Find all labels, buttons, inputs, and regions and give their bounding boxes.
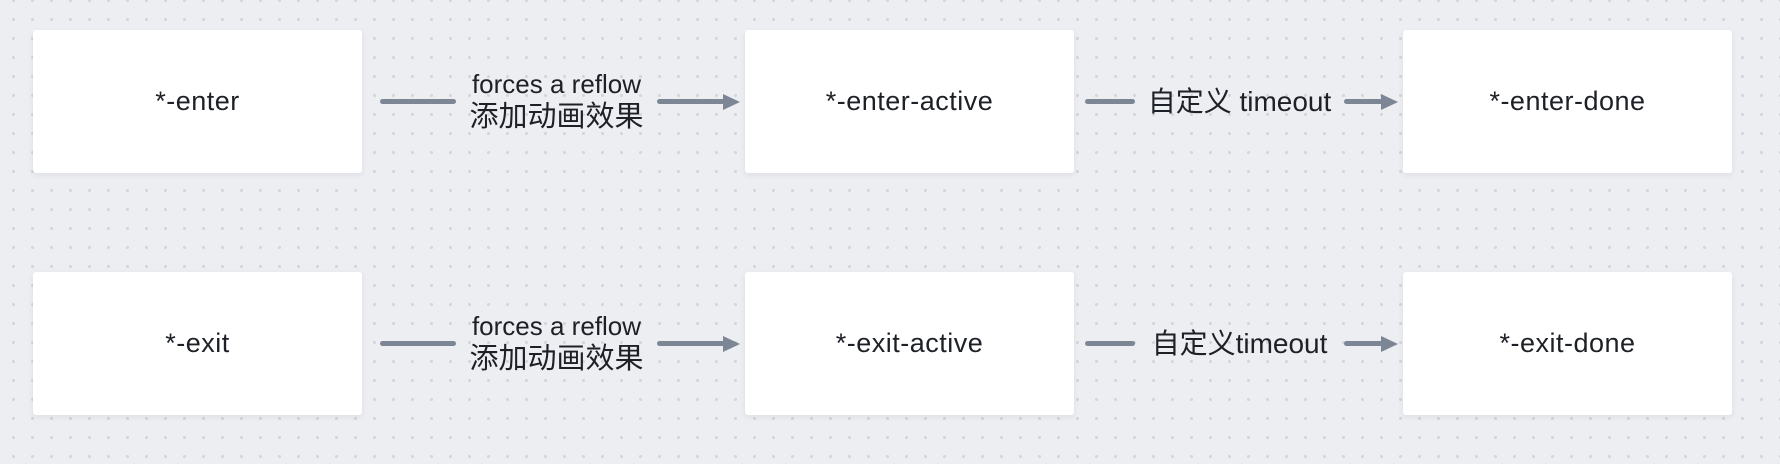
connector-label-en: forces a reflow bbox=[471, 69, 642, 99]
connector-label-en: forces a reflow bbox=[471, 311, 642, 341]
arrow-line bbox=[1344, 341, 1383, 346]
connector-label: forces a reflow 添加动画效果 bbox=[456, 311, 657, 376]
arrow bbox=[1344, 93, 1398, 110]
connector-label-zh: 添加动画效果 bbox=[469, 101, 644, 133]
node-label: *-enter-active bbox=[825, 86, 994, 116]
flow-row-exit: *-exit forces a reflow 添加动画效果 *-exit-act… bbox=[0, 272, 1780, 415]
arrow-line bbox=[1344, 99, 1383, 104]
connector-label-timeout: 自定义 timeout bbox=[1147, 85, 1332, 117]
node-exit-active[interactable]: *-exit-active bbox=[745, 272, 1074, 415]
connector-label: forces a reflow 添加动画效果 bbox=[456, 69, 657, 134]
arrow-line bbox=[657, 99, 725, 104]
node-enter[interactable]: *-enter bbox=[33, 30, 362, 173]
arrow-line bbox=[380, 341, 456, 346]
arrow-line bbox=[1085, 99, 1135, 104]
arrow-line bbox=[380, 99, 456, 104]
connector-exit-timeout[interactable]: 自定义timeout bbox=[1070, 272, 1403, 415]
arrow bbox=[657, 335, 740, 352]
arrow bbox=[657, 93, 740, 110]
arrow-line bbox=[1085, 341, 1135, 346]
node-label: *-enter bbox=[155, 86, 240, 116]
arrow-line bbox=[657, 341, 725, 346]
arrow-head-icon bbox=[1381, 93, 1398, 110]
connector-exit-reflow[interactable]: forces a reflow 添加动画效果 bbox=[362, 272, 745, 415]
arrow bbox=[1344, 335, 1398, 352]
node-exit-done[interactable]: *-exit-done bbox=[1403, 272, 1732, 415]
arrow-head-icon bbox=[1381, 335, 1398, 352]
node-label: *-exit-done bbox=[1499, 328, 1636, 358]
node-enter-done[interactable]: *-enter-done bbox=[1403, 30, 1732, 173]
connector-label-zh: 添加动画效果 bbox=[469, 343, 644, 375]
flow-row-enter: *-enter forces a reflow 添加动画效果 *-enter-a… bbox=[0, 30, 1780, 173]
arrow-head-icon bbox=[723, 335, 740, 352]
node-label: *-enter-done bbox=[1489, 86, 1646, 116]
connector-label-timeout: 自定义timeout bbox=[1151, 327, 1328, 359]
connector-enter-timeout[interactable]: 自定义 timeout bbox=[1070, 30, 1403, 173]
node-label: *-exit bbox=[165, 328, 230, 358]
connector-enter-reflow[interactable]: forces a reflow 添加动画效果 bbox=[362, 30, 745, 173]
arrow-head-icon bbox=[723, 93, 740, 110]
node-label: *-exit-active bbox=[835, 328, 984, 358]
connector-label: 自定义timeout bbox=[1135, 328, 1344, 360]
node-enter-active[interactable]: *-enter-active bbox=[745, 30, 1074, 173]
connector-label: 自定义 timeout bbox=[1135, 86, 1344, 118]
node-exit[interactable]: *-exit bbox=[33, 272, 362, 415]
